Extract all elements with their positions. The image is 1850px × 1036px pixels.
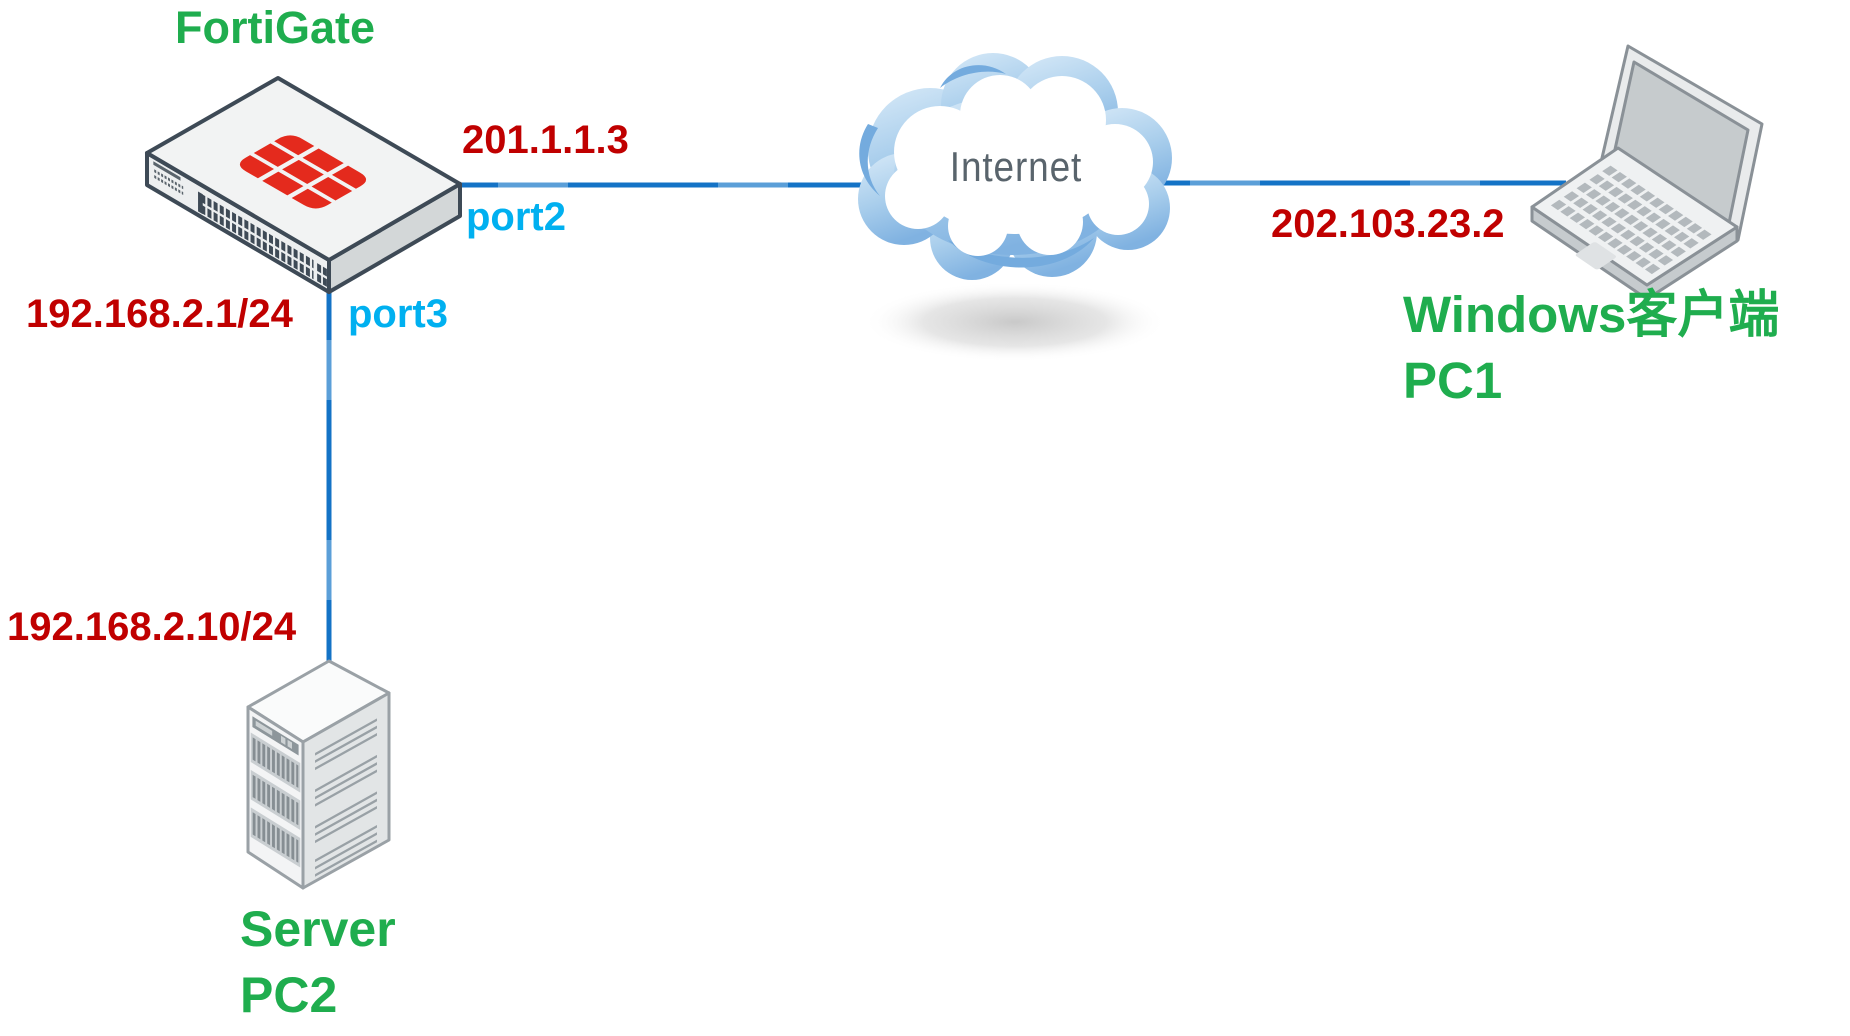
fortinet-logo [239, 135, 367, 209]
fortigate-wan-ip-label: 201.1.1.3 [462, 118, 629, 162]
pc2-name-label: Server [240, 901, 396, 957]
fortigate-device-icon [145, 76, 462, 294]
fortigate-port3-label: port3 [348, 292, 448, 336]
laptop-keyboard [1526, 168, 1709, 291]
fortigate-label: FortiGate [175, 2, 376, 53]
fortigate-lan-ip-label: 192.168.2.1/24 [26, 292, 293, 336]
pc2-ip-label: 192.168.2.10/24 [7, 605, 297, 649]
internet-cloud-icon [858, 53, 1172, 280]
server-icon [248, 659, 391, 890]
cloud-shadow [863, 282, 1167, 362]
pc2-id-label: PC2 [240, 967, 338, 1023]
pc1-ip-label: 202.103.23.2 [1271, 202, 1505, 246]
internet-label: Internet [949, 143, 1083, 190]
laptop-trackpad [1575, 242, 1617, 270]
pc1-name-label: Windows客户端 [1403, 286, 1780, 343]
server-front-bays [251, 716, 301, 867]
pc1-id-label: PC1 [1403, 352, 1503, 409]
fortigate-front-ports [153, 161, 327, 287]
laptop-icon [1526, 44, 1764, 301]
fortigate-port2-label: port2 [466, 195, 566, 239]
